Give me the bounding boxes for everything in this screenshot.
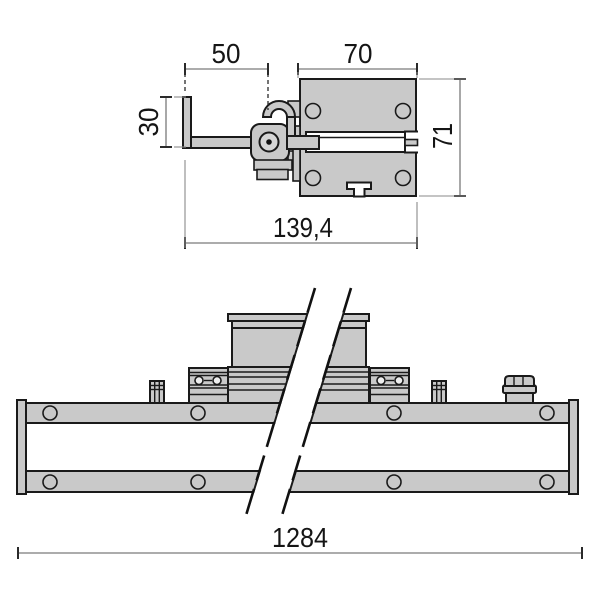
- hook-shank: [286, 116, 296, 138]
- bracket-body: [325, 327, 367, 368]
- luminaire-profile: [287, 78, 419, 198]
- screw: [386, 474, 402, 490]
- pivot-hinge: [250, 100, 320, 181]
- dimension-housing-width: 70: [297, 38, 418, 78]
- pin-left: [149, 380, 165, 404]
- pin-body: [149, 380, 165, 404]
- clamp-screw: [394, 375, 404, 386]
- bottom-rail-left: [25, 470, 262, 493]
- dim-text-1284: 1284: [272, 522, 328, 553]
- hook-bar: [286, 135, 320, 150]
- end-cap-left: [16, 399, 27, 495]
- clamp-screw: [376, 375, 386, 386]
- dimension-overall-length: 1284: [17, 522, 583, 559]
- side-slot: [305, 131, 406, 153]
- hinge-step-upper: [253, 159, 293, 171]
- hinge-plate: [292, 125, 301, 182]
- luminaire-body: [16, 399, 579, 495]
- clamp-right: [369, 367, 410, 404]
- screw: [42, 405, 58, 421]
- screw: [190, 405, 206, 421]
- front-view: 1284: [16, 287, 583, 559]
- gland-cap: [504, 375, 535, 387]
- clamp-screw: [194, 375, 204, 386]
- screw-hole: [304, 169, 322, 187]
- pivot-center-dot: [266, 139, 272, 145]
- top-rail-right: [309, 402, 570, 424]
- dim-text-30: 30: [133, 108, 164, 137]
- bracket-cap: [339, 313, 370, 322]
- screw-hole: [394, 169, 412, 187]
- break-line-left: [242, 287, 317, 523]
- pin-right: [431, 380, 447, 404]
- mounting-bracket-left: [227, 313, 309, 404]
- clamp-left: [188, 367, 229, 404]
- end-cap-right: [568, 399, 579, 495]
- screw: [386, 405, 402, 421]
- dimension-bracket-offset: 50: [184, 38, 269, 110]
- cable-gland: [502, 375, 537, 404]
- bracket-arm: [190, 136, 258, 149]
- screw-hole: [394, 102, 412, 120]
- screw: [190, 474, 206, 490]
- break-lines: [242, 287, 353, 523]
- hook-arc: [261, 100, 297, 118]
- mounting-bracket-right: [315, 313, 370, 404]
- bracket-neck: [337, 320, 367, 329]
- bottom-rail-right: [288, 470, 570, 493]
- dimension-bracket-height: 30: [133, 96, 186, 148]
- bracket-cap: [227, 313, 309, 322]
- dim-text-50: 50: [212, 38, 241, 69]
- bottom-t-slot: [346, 181, 372, 198]
- screw-hole: [304, 102, 322, 120]
- wall-bracket: [182, 96, 258, 149]
- break-line-right: [278, 287, 353, 523]
- dim-text-70: 70: [344, 38, 373, 69]
- dim-text-139-4: 139,4: [273, 212, 333, 243]
- dimension-overall-depth: 139,4: [184, 160, 418, 249]
- notch-tab: [404, 138, 419, 147]
- hinge-step-lower: [256, 168, 289, 181]
- dim-text-71: 71: [427, 123, 458, 149]
- pin-body: [431, 380, 447, 404]
- screw: [42, 474, 58, 490]
- screw: [539, 405, 555, 421]
- screw: [539, 474, 555, 490]
- bracket-vertical-plate: [182, 96, 192, 149]
- bracket-neck: [231, 320, 307, 329]
- top-rail-left: [25, 402, 282, 424]
- clamp-screw: [212, 375, 222, 386]
- dimension-housing-height: 71: [419, 78, 466, 197]
- side-view: 50 70 30 71: [133, 38, 466, 249]
